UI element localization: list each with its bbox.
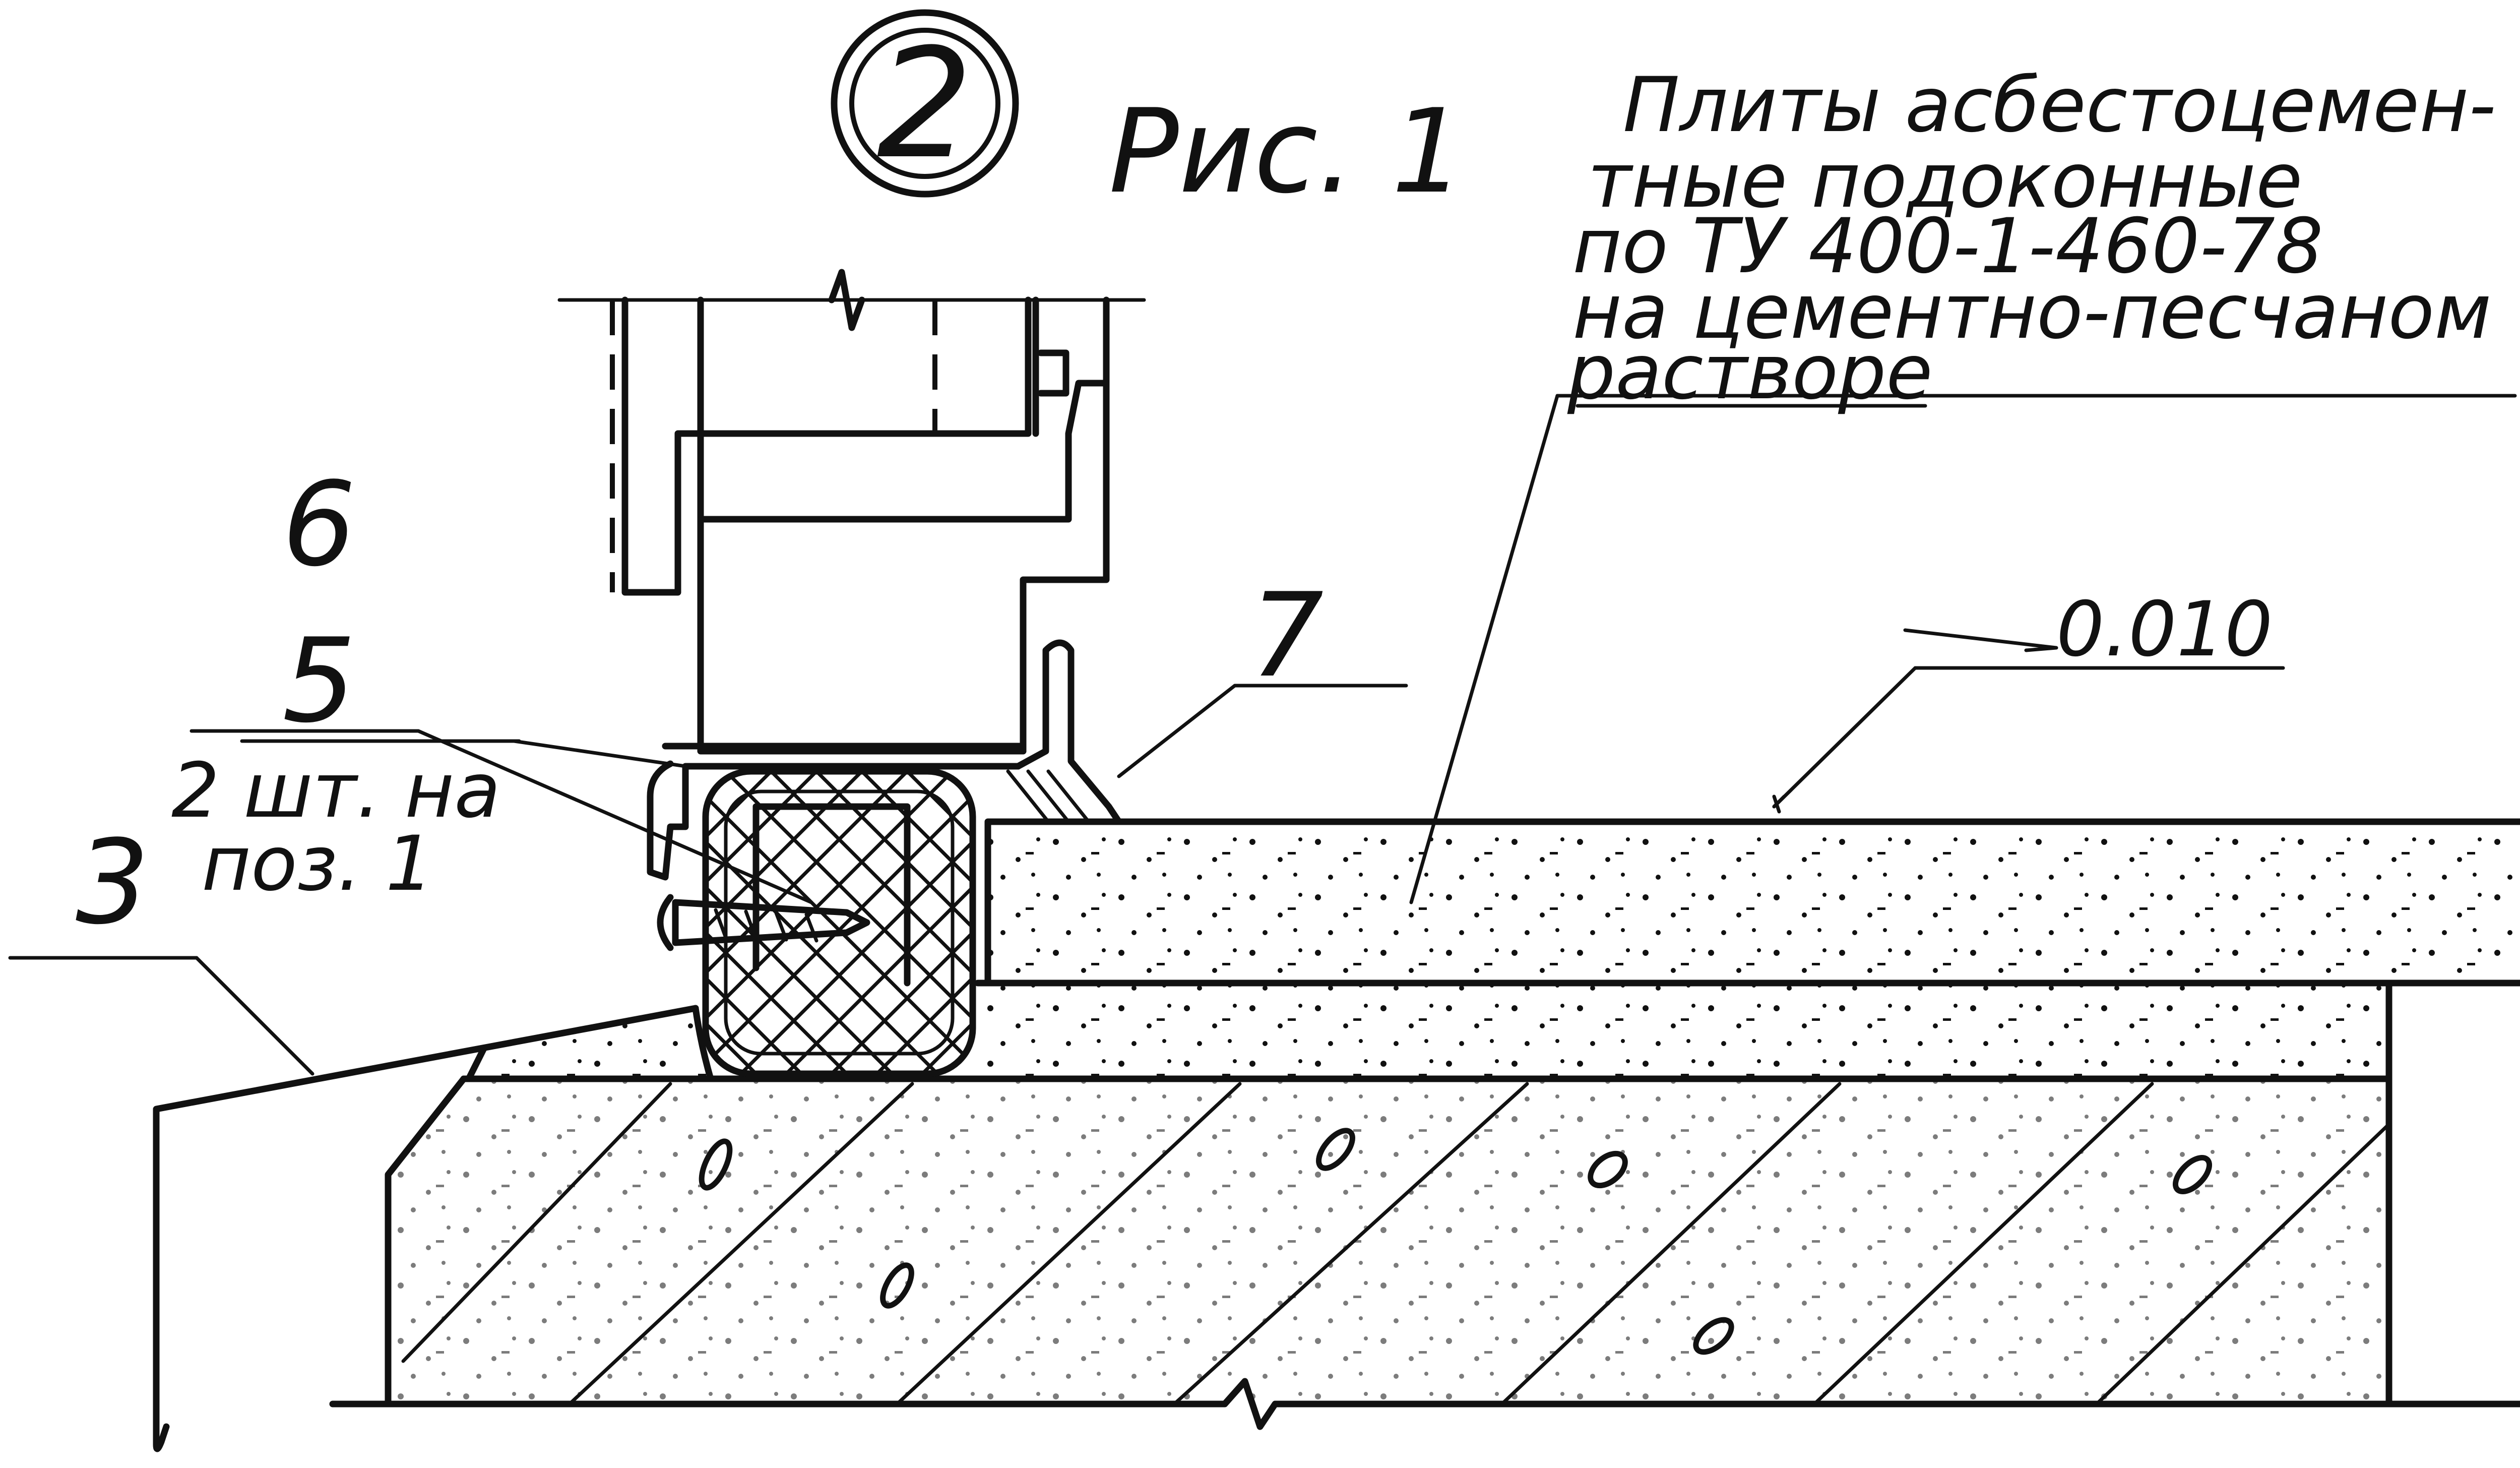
note-line-2: тные подоконные bbox=[1588, 137, 2302, 225]
leader-lines bbox=[8, 394, 2517, 1076]
note-line-5: растворе bbox=[1567, 329, 1933, 416]
material-note: Плиты асбестоцемен- тные подоконные по Т… bbox=[1567, 62, 2496, 416]
fastening-screw bbox=[657, 894, 870, 951]
label-5: 5 bbox=[282, 614, 356, 749]
slope-label: 0.010 bbox=[2056, 586, 2273, 674]
drip-flashing bbox=[153, 1005, 714, 1452]
note-line-1: Плиты асбестоцемен- bbox=[1623, 62, 2496, 149]
label-5-note-line-2: поз. 1 bbox=[202, 820, 433, 908]
concrete-wall-slab bbox=[329, 1075, 2520, 1430]
note-line-3: по ТУ 400-1-460-78 bbox=[1572, 203, 2323, 290]
asbestos-cement-sill-plate bbox=[984, 818, 2520, 987]
note-line-4: на цементно-песчаном bbox=[1572, 268, 2491, 356]
label-7: 7 bbox=[1250, 569, 1324, 703]
figure-number-badge: 2 bbox=[831, 9, 1019, 198]
figure-caption: Рис. 1 bbox=[1109, 85, 1465, 219]
figure-number: 2 bbox=[877, 16, 973, 192]
label-3: 3 bbox=[76, 816, 149, 950]
window-frame-profile bbox=[557, 269, 1146, 881]
label-6: 6 bbox=[282, 458, 356, 592]
label-5-note-line-1: 2 шт. на bbox=[171, 747, 500, 835]
sealing-gasket bbox=[702, 768, 976, 1077]
